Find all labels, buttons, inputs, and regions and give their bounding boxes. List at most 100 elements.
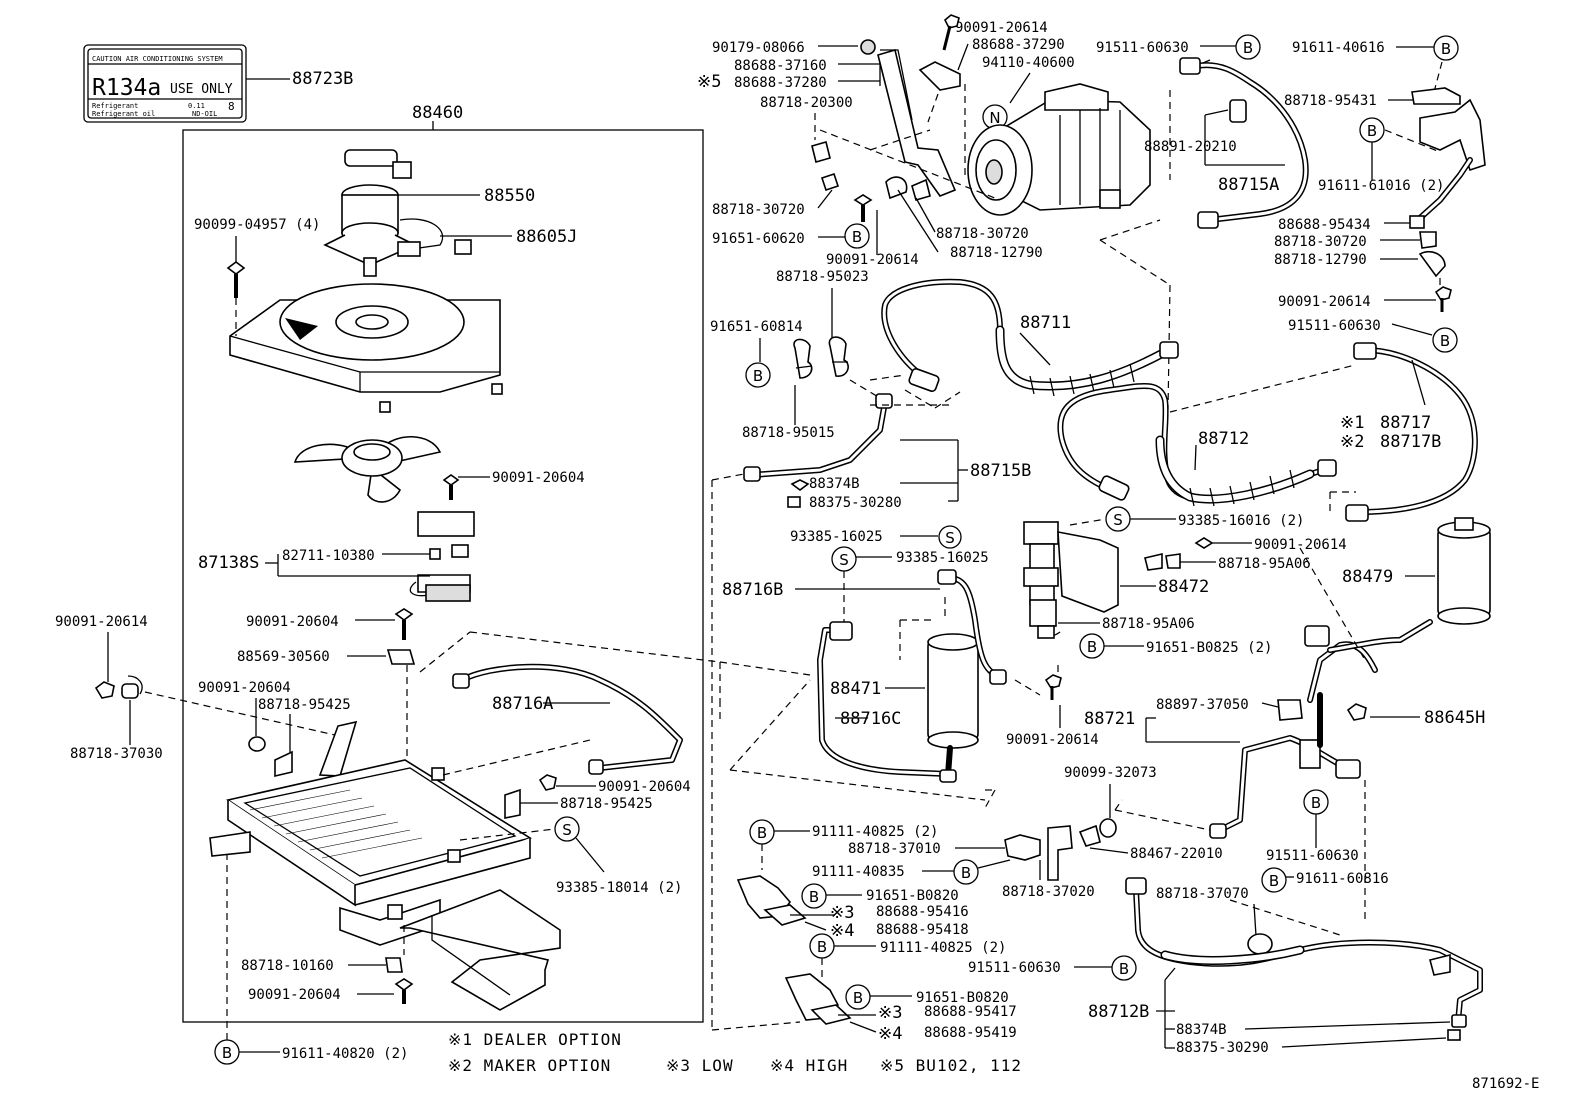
hose-88711-drawing xyxy=(881,278,1179,397)
relay-block-drawing xyxy=(417,511,475,537)
receiver-88472-drawing xyxy=(1023,521,1119,639)
part-90091-20614-e: 90091-20614 xyxy=(1006,732,1099,748)
clamp-37030-drawing xyxy=(94,675,143,699)
part-88375-30290: 88375-30290 xyxy=(1176,1040,1269,1056)
part-90091-20604-c: 90091-20604 xyxy=(198,680,291,696)
part-88716C: 88716C xyxy=(840,709,901,729)
part-82711-10380: 82711-10380 xyxy=(282,548,375,564)
clamp-95015-drawing xyxy=(793,336,849,379)
part-88375-30280: 88375-30280 xyxy=(809,495,902,511)
marker-b-91611-40820: B xyxy=(222,1044,232,1062)
part-90091-20604-a: 90091-20604 xyxy=(492,470,585,486)
marker-b-91511-a: B xyxy=(1243,39,1253,57)
refrigerant-label-panel: CAUTION AIR CONDITIONING SYSTEM R134a US… xyxy=(83,44,247,123)
part-88723B: 88723B xyxy=(292,69,353,89)
marker-b-60630-c: B xyxy=(1311,794,1321,812)
part-88718-30720-b: 88718-30720 xyxy=(936,226,1029,242)
marker-s-condenser: S xyxy=(562,821,572,839)
marker-b-40825-a: B xyxy=(757,824,767,842)
label-row2-left: Refrigerant oil xyxy=(92,110,155,118)
part-91651-B0820-a: 91651-B0820 xyxy=(866,888,959,904)
part-88721: 88721 xyxy=(1084,709,1135,729)
part-88891-20210: 88891-20210 xyxy=(1144,139,1237,155)
note-4-marker-a: ※4 xyxy=(830,921,854,941)
refrigerant-text: R134a xyxy=(92,75,161,101)
marker-b-61016: B xyxy=(1367,122,1377,140)
legend-bu102-112: ※5 BU102, 112 xyxy=(880,1056,1022,1075)
label-row1-left: Refrigerant xyxy=(92,102,138,110)
part-91111-40835: 91111-40835 xyxy=(812,864,905,880)
marker-b-B0820-a: B xyxy=(809,888,819,906)
part-91511-60630-c: 91511-60630 xyxy=(1266,848,1359,864)
part-90099-04957: 90099-04957 (4) xyxy=(194,217,320,233)
label-row1-value: 8 xyxy=(228,100,235,113)
marker-b-B0820-b: B xyxy=(853,989,863,1007)
bracket-95417-drawing xyxy=(784,973,852,1025)
fan-blade-drawing xyxy=(293,436,442,503)
pipe-88717-lower-drawing xyxy=(1345,342,1478,522)
note-4-marker-b: ※4 xyxy=(878,1024,902,1044)
marker-s-16016: S xyxy=(1113,511,1123,529)
part-88715A: 88715A xyxy=(1218,175,1279,195)
part-88711: 88711 xyxy=(1020,313,1071,333)
legend-low: ※3 LOW xyxy=(666,1056,734,1075)
hose-88712-drawing xyxy=(1057,382,1337,507)
part-88718-30720-a: 88718-30720 xyxy=(712,202,805,218)
marker-b-40835: B xyxy=(961,864,971,882)
frame-label-88460: 88460 xyxy=(412,103,463,123)
caution-text: CAUTION AIR CONDITIONING SYSTEM xyxy=(92,55,223,63)
part-88688-37160: 88688-37160 xyxy=(734,58,827,74)
part-88467-22010: 88467-22010 xyxy=(1130,846,1223,862)
compressor-drawing xyxy=(967,83,1151,216)
marker-b-60630-b: B xyxy=(1440,332,1450,350)
marker-n: N xyxy=(989,109,1000,127)
part-88479: 88479 xyxy=(1342,567,1393,587)
hose-88712B-drawing xyxy=(1125,877,1483,1041)
receiver-88471-drawing xyxy=(927,569,1007,783)
part-88717: 88717 xyxy=(1380,413,1431,433)
part-88712B: 88712B xyxy=(1088,1002,1149,1022)
part-88645H: 88645H xyxy=(1424,708,1485,728)
part-88718-95015: 88718-95015 xyxy=(742,425,835,441)
part-90091-20614-left: 90091-20614 xyxy=(55,614,148,630)
bolt-icon xyxy=(226,261,246,298)
label-row1-right: 0.11 xyxy=(188,102,205,110)
condenser-assembly-frame xyxy=(182,129,704,1023)
part-88718-37030: 88718-37030 xyxy=(70,746,163,762)
bracket-37010-drawing xyxy=(1004,825,1073,881)
part-91651-60814: 91651-60814 xyxy=(710,319,803,335)
fan-shroud-drawing xyxy=(229,283,503,413)
marker-s-16025-b: S xyxy=(839,551,849,569)
note-5-marker: ※5 xyxy=(697,72,721,92)
part-88712: 88712 xyxy=(1198,429,1249,449)
part-88718-37070: 88718-37070 xyxy=(1156,886,1249,902)
condenser-core-drawing xyxy=(209,759,532,946)
part-88569-30560: 88569-30560 xyxy=(237,649,330,665)
part-90091-20614-b: 90091-20614 xyxy=(826,252,919,268)
part-91511-60630-b: 91511-60630 xyxy=(1288,318,1381,334)
part-88718-95023: 88718-95023 xyxy=(776,269,869,285)
part-88718-30720-c: 88718-30720 xyxy=(1274,234,1367,250)
marker-s-16025-a: S xyxy=(945,529,955,547)
note-2-marker-88717B: ※2 xyxy=(1340,432,1364,452)
pipe-88721-drawing xyxy=(1209,619,1433,839)
part-90091-20604-b: 90091-20604 xyxy=(246,614,339,630)
part-88718-37020: 88718-37020 xyxy=(1002,884,1095,900)
marker-b-60620: B xyxy=(852,228,862,246)
part-88716A: 88716A xyxy=(492,694,553,714)
fan-relay-drawing xyxy=(409,544,471,602)
part-91611-60816: 91611-60816 xyxy=(1296,871,1389,887)
part-88717B: 88717B xyxy=(1380,432,1441,452)
part-91611-40820: 91611-40820 (2) xyxy=(282,1046,408,1062)
note-3-marker-b: ※3 xyxy=(878,1003,902,1023)
bracket-95416-drawing xyxy=(736,875,807,926)
part-88718-95A06-b: 88718-95A06 xyxy=(1102,616,1195,632)
pipe-88715A-drawing xyxy=(1179,57,1309,229)
legend-high: ※4 HIGH xyxy=(770,1056,848,1075)
part-90091-20614-d: 90091-20614 xyxy=(1254,537,1347,553)
part-90179-08066: 90179-08066 xyxy=(712,40,805,56)
part-91511-60630-a: 91511-60630 xyxy=(1096,40,1189,56)
part-88550: 88550 xyxy=(484,186,535,206)
